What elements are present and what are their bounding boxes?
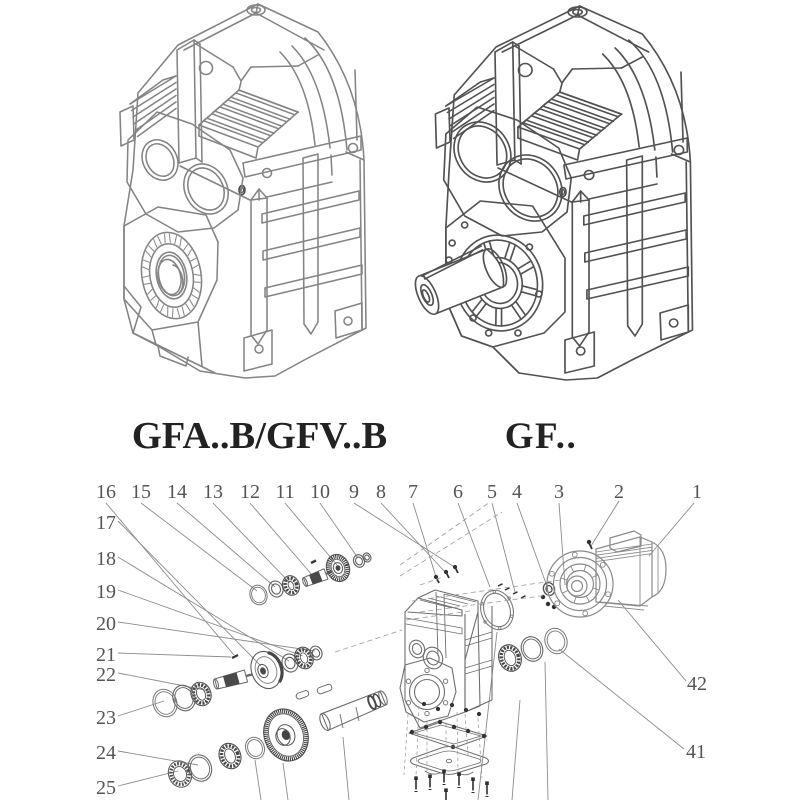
svg-text:15: 15 <box>131 481 151 503</box>
svg-text:GFA..B/GFV..B: GFA..B/GFV..B <box>132 415 387 457</box>
svg-text:5: 5 <box>487 481 497 503</box>
svg-text:23: 23 <box>96 707 116 729</box>
svg-text:10: 10 <box>310 481 330 503</box>
svg-text:2: 2 <box>614 481 624 503</box>
svg-text:12: 12 <box>240 481 260 503</box>
svg-text:21: 21 <box>96 644 116 666</box>
svg-text:16: 16 <box>96 481 116 503</box>
svg-text:3: 3 <box>554 481 564 503</box>
svg-text:8: 8 <box>376 481 386 503</box>
svg-text:20: 20 <box>96 613 116 635</box>
svg-text:41: 41 <box>686 741 706 763</box>
svg-text:6: 6 <box>453 481 463 503</box>
svg-text:17: 17 <box>96 512 116 534</box>
svg-text:14: 14 <box>167 481 187 503</box>
svg-text:24: 24 <box>96 742 116 764</box>
svg-text:GF..: GF.. <box>505 416 577 457</box>
svg-text:13: 13 <box>203 481 223 503</box>
svg-text:4: 4 <box>512 481 522 503</box>
svg-text:42: 42 <box>687 673 707 695</box>
svg-text:22: 22 <box>96 664 116 686</box>
svg-text:1: 1 <box>692 481 702 503</box>
svg-text:25: 25 <box>96 777 116 799</box>
svg-text:7: 7 <box>408 481 418 503</box>
svg-text:11: 11 <box>275 481 294 503</box>
svg-text:19: 19 <box>96 581 116 603</box>
svg-text:9: 9 <box>349 481 359 503</box>
svg-text:18: 18 <box>96 548 116 570</box>
